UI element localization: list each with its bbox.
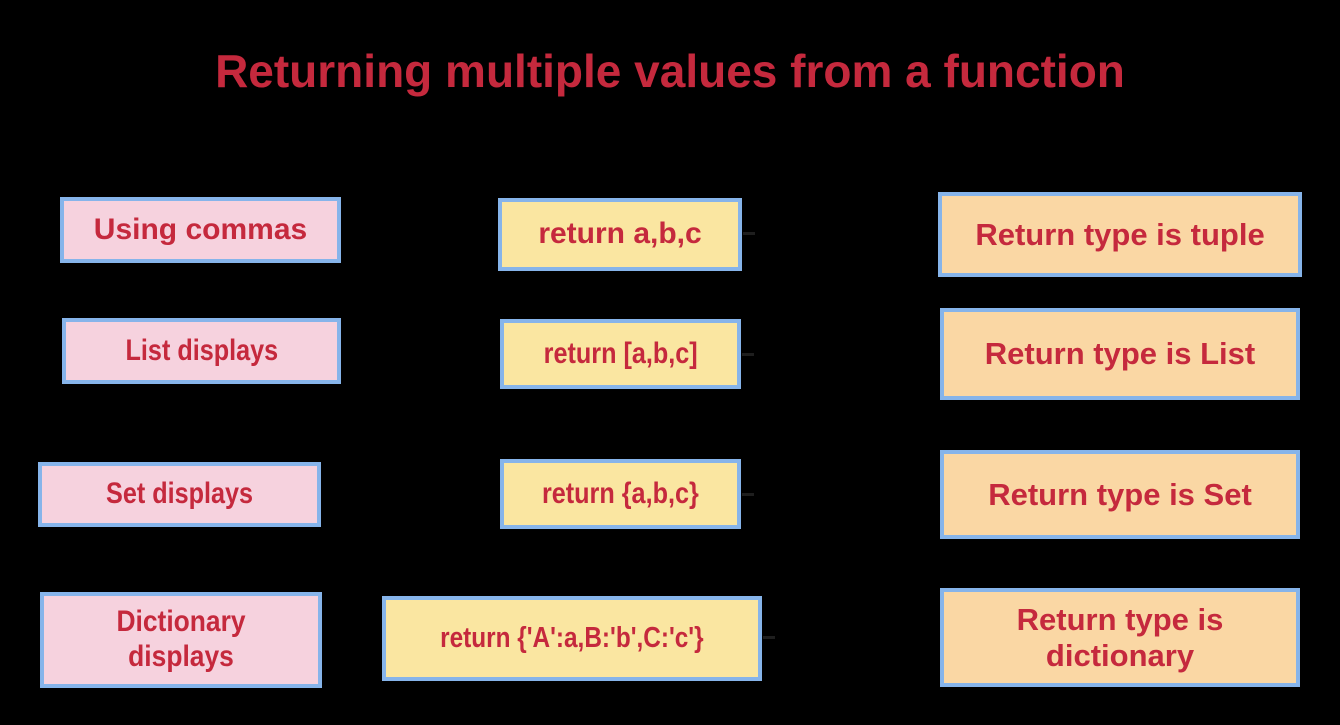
code-box-1: return a,b,c <box>498 198 742 271</box>
result-box-1: Return type is tuple <box>938 192 1302 277</box>
result-label-3: Return type is Set <box>988 476 1252 512</box>
method-label-1: Using commas <box>93 212 308 246</box>
result-label-4: Return type is dictionary <box>1016 601 1224 673</box>
result-box-2: Return type is List <box>940 308 1300 400</box>
result-label-2: Return type is List <box>984 336 1256 372</box>
connector-stub-2 <box>742 353 754 356</box>
code-box-2: return [a,b,c] <box>500 319 741 389</box>
result-label-1: Return type is tuple <box>975 216 1265 252</box>
result-box-4: Return type is dictionary <box>940 588 1300 687</box>
method-box-3: Set displays <box>38 462 321 527</box>
connector-stub-4 <box>763 636 775 639</box>
method-box-1: Using commas <box>60 197 341 263</box>
method-box-4: Dictionary displays <box>40 592 322 688</box>
code-label-2: return [a,b,c] <box>543 336 698 370</box>
method-label-4: Dictionary displays <box>116 605 246 673</box>
method-label-3: Set displays <box>105 477 254 511</box>
connector-stub-1 <box>743 232 755 235</box>
diagram-title: Returning multiple values from a functio… <box>215 45 1125 97</box>
code-label-1: return a,b,c <box>538 217 702 251</box>
code-label-3: return {a,b,c} <box>542 476 699 510</box>
code-label-4: return {'A':a,B:'b',C:'c'} <box>440 621 704 654</box>
connector-stub-3 <box>742 493 754 496</box>
code-box-3: return {a,b,c} <box>500 459 741 529</box>
method-box-2: List displays <box>62 318 341 384</box>
result-box-3: Return type is Set <box>940 450 1300 539</box>
method-label-2: List displays <box>125 333 278 367</box>
code-box-4: return {'A':a,B:'b',C:'c'} <box>382 596 762 681</box>
